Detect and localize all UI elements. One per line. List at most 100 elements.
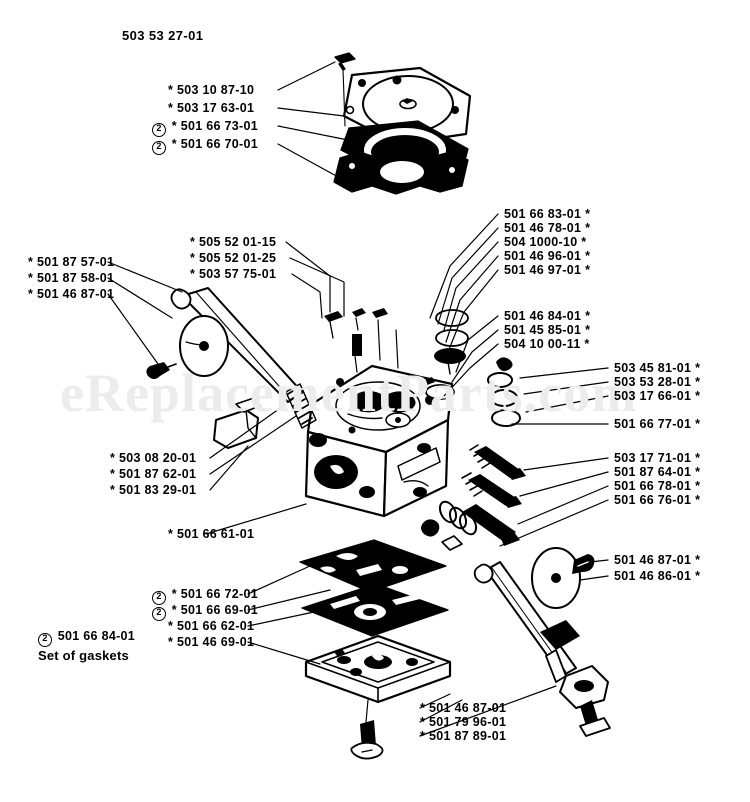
top-cover-assembly	[333, 52, 472, 195]
part-number: 503 17 66-01	[614, 389, 692, 403]
part-label: 501 66 78-01 *	[614, 478, 700, 494]
part-number: 501 66 78-01	[614, 479, 692, 493]
watermark: eReplacementParts.com	[60, 363, 638, 423]
asterisk-marker: *	[28, 271, 34, 285]
part-number: 501 66 76-01	[614, 493, 692, 507]
part-label: 501 45 85-01 *	[504, 322, 590, 338]
gasket-set-marker-icon: 2	[152, 141, 166, 155]
throttle-lever-assembly	[146, 287, 317, 449]
asterisk-marker: *	[28, 255, 34, 269]
part-number: 501 87 89-01	[428, 729, 507, 743]
part-label: * 501 87 89-01	[420, 728, 506, 744]
part-number: 501 46 97-01	[504, 263, 582, 277]
asterisk-marker: *	[110, 467, 116, 481]
part-number: 501 79 96-01	[428, 715, 507, 729]
leader-lines-top-left	[277, 61, 349, 179]
part-number: 501 66 70-01	[180, 137, 259, 151]
part-label: 2 * 501 66 69-01	[152, 602, 258, 621]
asterisk-marker: *	[695, 389, 701, 403]
asterisk-marker: *	[695, 479, 701, 493]
part-number: 503 53 28-01	[614, 375, 692, 389]
part-number: 501 46 87-01	[36, 287, 115, 301]
part-number: 504 10 00-11	[504, 337, 581, 351]
part-label: * 501 79 96-01	[420, 714, 506, 730]
part-label: * 501 87 62-01	[110, 466, 196, 482]
lower-right-disc	[531, 547, 595, 609]
legend-part-number-row: 2 501 66 84-01	[38, 628, 135, 647]
part-number: 501 46 87-01	[614, 553, 692, 567]
asterisk-marker: *	[171, 603, 177, 617]
shaft-assembly	[473, 561, 611, 737]
part-label: 504 10 00-11 *	[504, 336, 590, 352]
part-number: 501 46 86-01	[614, 569, 692, 583]
part-number: 503 08 20-01	[118, 451, 197, 465]
part-label: * 501 87 58-01	[28, 270, 114, 286]
asterisk-marker: *	[110, 483, 116, 497]
asterisk-marker: *	[420, 701, 426, 715]
asterisk-marker: *	[581, 235, 587, 249]
part-label: 501 46 96-01 *	[504, 248, 590, 264]
needle-valve-assembly	[421, 444, 526, 551]
gasket-set-marker-icon: 2	[152, 591, 166, 605]
part-number: 501 87 62-01	[118, 467, 197, 481]
asterisk-marker: *	[171, 137, 177, 151]
part-label: * 501 66 62-01	[168, 618, 254, 634]
asterisk-marker: *	[695, 375, 701, 389]
asterisk-marker: *	[695, 451, 701, 465]
legend-description: Set of gaskets	[38, 648, 129, 663]
part-number: 501 46 78-01	[504, 221, 582, 235]
part-number: 501 66 72-01	[180, 587, 259, 601]
part-label: 2 * 501 66 70-01	[152, 136, 258, 155]
asterisk-marker: *	[695, 553, 701, 567]
part-label: * 501 46 69-01	[168, 634, 254, 650]
part-label: * 501 46 87-01	[420, 700, 506, 716]
asterisk-marker: *	[420, 715, 426, 729]
washer-stack	[424, 309, 521, 427]
part-number: 503 45 81-01	[614, 361, 692, 375]
part-number: 503 10 87-10	[176, 83, 255, 97]
part-number: 501 66 73-01	[180, 119, 259, 133]
part-label: * 501 46 87-01	[28, 286, 114, 302]
asterisk-marker: *	[585, 249, 591, 263]
part-label: 501 46 86-01 *	[614, 568, 700, 584]
gasket-set-marker-icon: 2	[152, 123, 166, 137]
asterisk-marker: *	[584, 337, 590, 351]
part-label: 503 17 66-01 *	[614, 388, 700, 404]
asterisk-marker: *	[110, 451, 116, 465]
leader-lines	[107, 213, 609, 737]
part-number: 501 66 61-01	[176, 527, 255, 541]
part-number: 505 52 01-25	[198, 251, 277, 265]
bottom-gasket-stack	[299, 539, 452, 760]
asterisk-marker: *	[190, 267, 196, 281]
asterisk-marker: *	[695, 493, 701, 507]
asterisk-marker: *	[168, 527, 174, 541]
asterisk-marker: *	[695, 569, 701, 583]
part-number: 501 66 77-01	[614, 417, 692, 431]
part-number: 504 1000-10	[504, 235, 578, 249]
part-number: 501 46 84-01	[504, 309, 582, 323]
part-number: 501 45 85-01	[504, 323, 582, 337]
part-label: * 501 87 57-01	[28, 254, 114, 270]
part-label: 501 66 83-01 *	[504, 206, 590, 222]
part-number: 501 66 69-01	[180, 603, 259, 617]
asterisk-marker: *	[585, 263, 591, 277]
part-label: 501 46 84-01 *	[504, 308, 590, 324]
part-number: 501 46 87-01	[428, 701, 507, 715]
part-label: * 503 17 63-01	[168, 100, 254, 116]
asterisk-marker: *	[28, 287, 34, 301]
asterisk-marker: *	[585, 221, 591, 235]
part-label: 2 * 501 66 72-01	[152, 586, 258, 605]
part-label: 501 46 97-01 *	[504, 262, 590, 278]
part-label: 503 53 28-01 *	[614, 374, 700, 390]
top-small-parts	[324, 308, 399, 373]
header-part-number: 503 53 27-01	[122, 28, 204, 43]
asterisk-marker: *	[190, 251, 196, 265]
asterisk-marker: *	[171, 587, 177, 601]
part-number: 501 66 62-01	[176, 619, 255, 633]
part-number: 501 87 57-01	[36, 255, 115, 269]
part-label: * 505 52 01-25	[190, 250, 276, 266]
part-number: 503 17 63-01	[176, 101, 255, 115]
part-number: 503 17 71-01	[614, 451, 692, 465]
